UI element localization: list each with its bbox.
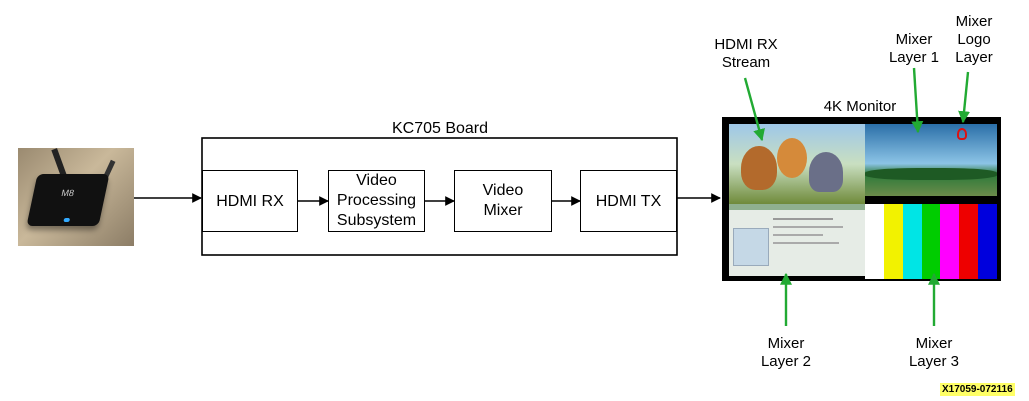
gui-side-panel [733,228,769,266]
video-mixer-block: Video Mixer [454,170,552,232]
callout-mixer-logo-layer: Mixer Logo Layer [955,13,993,66]
gui-text-line [773,218,833,220]
cartoon-character [809,152,843,192]
hdmi-rx-label: HDMI RX [216,192,284,210]
color-bar [978,204,998,279]
callout-mixer-layer-3: Mixer Layer 3 [908,335,960,370]
mixer-layer-1-pane [865,124,997,196]
callout-hdmi-rx-stream: HDMI RX Stream [714,36,778,71]
callout-mixer-layer-2: Mixer Layer 2 [760,335,812,370]
vps-label: Video Processing Subsystem [336,172,417,229]
gui-text-line [773,226,843,228]
monitor-title: 4K Monitor [823,98,897,115]
video-mixer-label: Video Mixer [482,182,524,219]
callout-arrow-mixer-layer-1 [911,67,924,134]
figure-id: X17059-072116 [940,383,1015,396]
gui-text-line [773,234,823,236]
color-bar [959,204,979,279]
color-bar [902,204,922,279]
mixer-logo [957,128,967,140]
callout-mixer-layer-1: Mixer Layer 1 [888,31,940,66]
tree-line [865,168,997,180]
cartoon-character [777,138,807,178]
callout-arrow-hdmi-rx-stream [743,77,765,142]
hdmi-tx-block: HDMI TX [580,170,677,232]
hdmi-rx-stream-pane [729,124,865,204]
monitor-screen [722,117,1001,281]
hdmi-tx-label: HDMI TX [595,192,662,210]
mixer-layer-3-pane [865,204,998,279]
video-processing-subsystem-block: Video Processing Subsystem [328,170,425,232]
hdmi-rx-block: HDMI RX [202,170,298,232]
callout-arrow-mixer-logo-layer [958,71,971,124]
color-bar [883,204,903,279]
color-bar [865,204,884,279]
source-device-photo: M8 [18,148,134,246]
gui-toolbar [729,204,865,210]
color-bar [921,204,941,279]
cartoon-character [741,146,777,190]
mixer-layer-2-pane [729,204,865,276]
gui-text-line [773,242,839,244]
color-bar [940,204,960,279]
board-title: KC705 Board [391,120,489,137]
